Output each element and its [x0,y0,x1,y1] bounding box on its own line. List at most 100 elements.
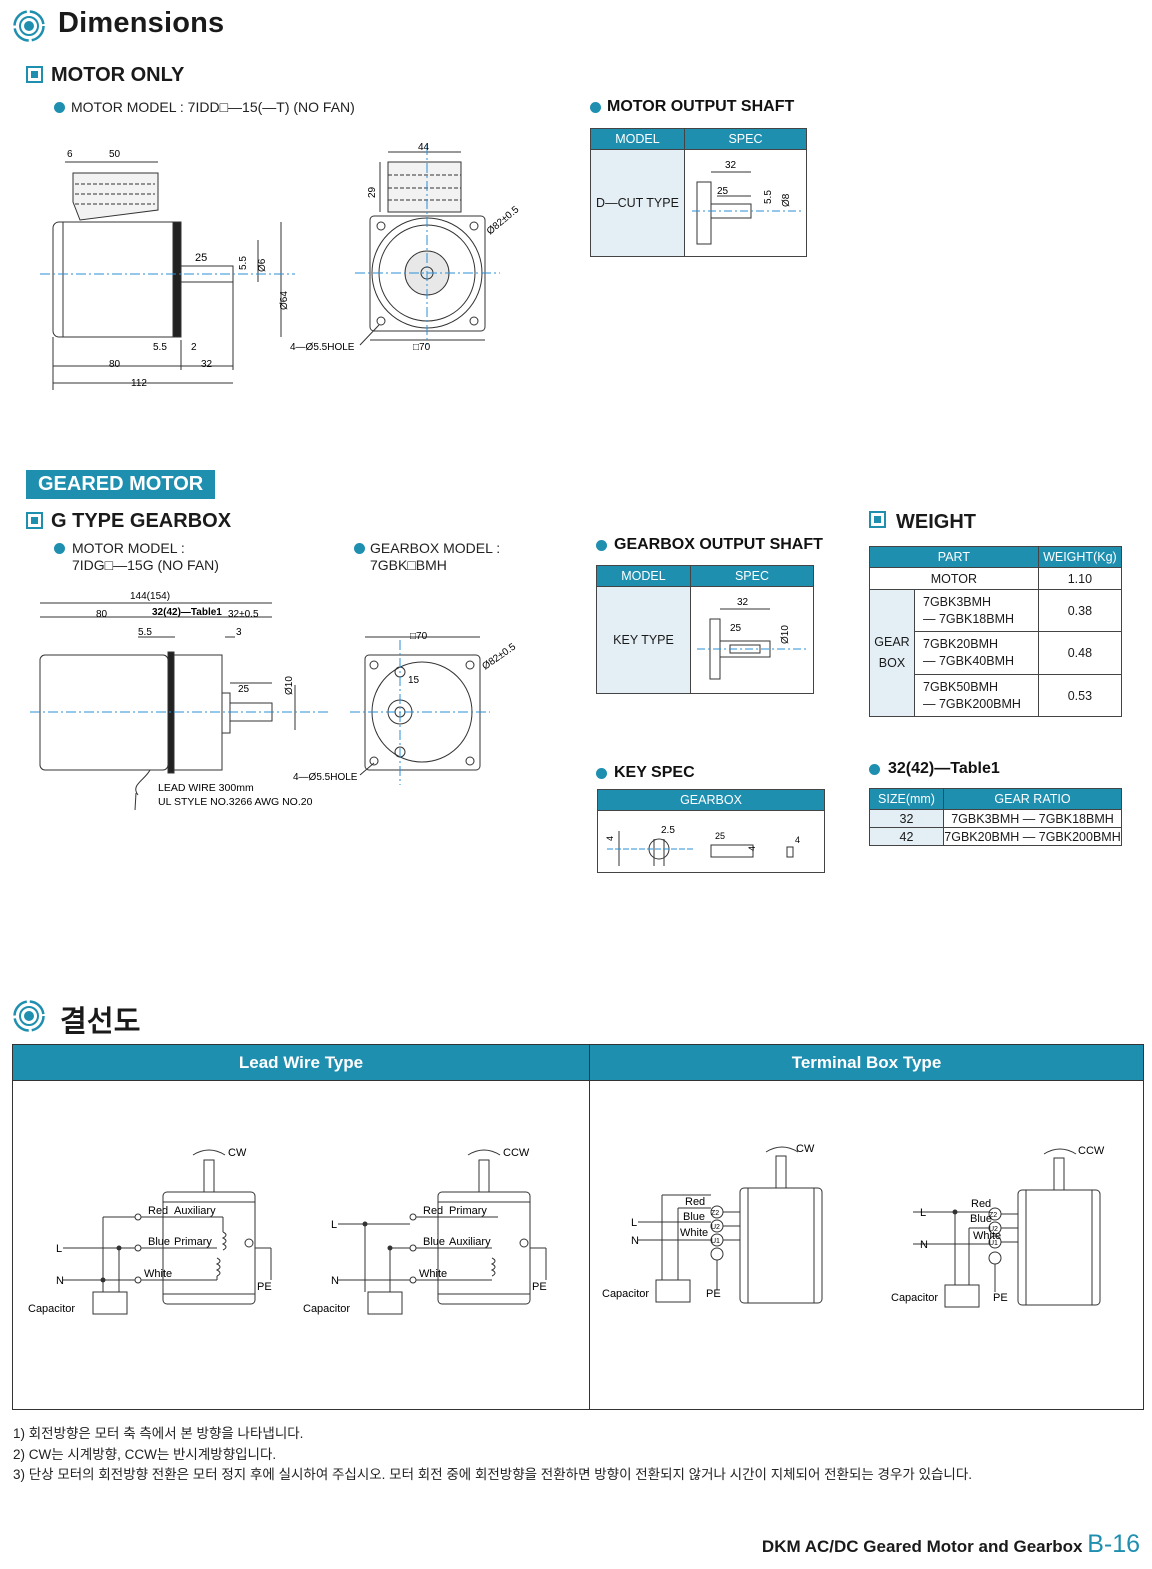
gearbox-label-2: BOX [878,656,906,670]
dim-2: 2 [191,342,197,353]
front-dim-hole: 4—Ø5.5HOLE [290,342,355,353]
z2-label: Z2 [711,1210,719,1217]
weight-motor-label: MOTOR [869,567,1039,590]
dot-bullet-icon [54,102,65,113]
weight-row-part: 7GBK20BMH — 7GBK40BMH [914,631,1039,675]
white-label: White [419,1268,447,1280]
gdim-table: 32(42)—Table1 [152,607,222,618]
motor-shaft-heading: MOTOR OUTPUT SHAFT [607,98,795,115]
terminal-cw-diagram: CW Red Blue White Z2 U2 U1 L N PE Capaci… [602,1143,823,1304]
gearbox-model: 7GBK□BMH [370,557,447,573]
dot-bullet-icon [354,543,365,554]
table1-ratio: 7GBK20BMH — 7GBK200BMH [943,827,1122,846]
weight-row-value: 0.48 [1037,631,1123,675]
white-label: White [144,1268,172,1280]
part-line-1: 7GBK3BMH [923,594,992,609]
gfront-15: 15 [408,675,420,686]
part-line-1: 7GBK20BMH [923,637,999,651]
motor-model-label: MOTOR MODEL : 7IDD□—15(—T) (NO FAN) [71,99,355,115]
dim-5-5: 5.5 [238,256,249,270]
col-weight: WEIGHT(Kg) [1037,546,1123,568]
page-title: Dimensions [58,7,225,39]
N-label: N [631,1235,639,1247]
dcut-shaft-drawing: 32 25 5.5 Ø8 [691,160,802,244]
key-spec-drawing: 4 2.5 25 4 4 [605,825,800,866]
shaft-dim-32: 32 [725,160,737,171]
page-number: B-16 [1087,1530,1140,1558]
col-gearbox: GEARBOX [597,789,825,811]
col-model: MODEL [590,128,685,150]
square-bullet-icon [869,511,886,528]
motor-shaft-table: MODEL SPEC D—CUT TYPE 32 25 5.5 Ø8 [590,128,807,257]
key-spec-table: GEARBOX 4 2.5 25 4 4 [597,789,825,873]
gdim-32: 32±0.5 [228,609,259,620]
key-spec-heading: KEY SPEC [614,764,695,781]
lead-cw-diagram: CW Red Blue White Auxiliary Primary L N … [28,1147,272,1315]
gfront-hole: 4—Ø5.5HOLE [293,772,358,783]
wiring-title: 결선도 [60,1006,141,1038]
pe-label: PE [993,1292,1008,1304]
front-dim-44: 44 [418,142,430,153]
pe-label: PE [706,1288,721,1300]
key-dim-b: 2.5 [661,825,675,836]
L-label: L [631,1217,637,1229]
N-label: N [331,1275,339,1287]
gdim-5-5: 5.5 [138,627,152,638]
note-1: 1) 회전방향은 모터 축 측에서 본 방향을 나타냅니다. [13,1426,304,1441]
weight-row-part: 7GBK50BMH — 7GBK200BMH [914,674,1039,717]
dim-d64: Ø64 [279,291,290,310]
gearbox-label-1: GEAR [874,635,910,649]
N-label: N [920,1239,928,1251]
dim-112: 112 [131,378,147,389]
part-line-2: — 7GBK18BMH [923,611,1015,626]
gshaft-32: 32 [737,597,749,608]
capacitor-label: Capacitor [303,1303,350,1315]
aux-label: Auxiliary [174,1205,216,1217]
table1-ratio: 7GBK3BMH — 7GBK18BMH [943,809,1122,828]
dot-bullet-icon [596,540,607,551]
gearmotor-front-drawing: □70 Ø82±0.5 15 4—Ø5.5HOLE [293,631,518,785]
motor-side-drawing: 6 50 25 5.5 Ø6 Ø64 5.5 2 80 32 112 [40,149,295,390]
gearbox-model-label: GEARBOX MODEL : [370,540,501,556]
part-line-1: 7GBK50BMH [923,679,999,694]
blue-label: Blue [970,1213,992,1225]
gearbox-row-label: GEAR BOX [869,589,915,717]
key-dim-e: 4 [795,835,800,845]
lead-ccw-diagram: CCW Red Blue White Primary Auxiliary L N… [303,1147,547,1315]
dim-5-5b: 5.5 [153,342,167,353]
key-type-label: KEY TYPE [596,586,691,694]
capacitor-label: Capacitor [891,1292,938,1304]
red-label: Red [685,1196,705,1208]
col-size: SIZE(mm) [869,788,944,810]
weight-row-value: 0.53 [1037,674,1123,717]
cw-label: CW [796,1143,815,1155]
key-dim-c: 25 [715,831,725,841]
gearmotor-side-drawing: 144(154) 80 32(42)—Table1 32±0.5 5.5 3 2… [30,591,330,811]
gdim-3: 3 [236,627,242,638]
shaft-dim-d8: Ø8 [781,193,792,207]
part-line-2: — 7GBK40BMH [923,654,1015,668]
gearbox-shaft-table: MODEL SPEC KEY TYPE 32 25 Ø10 [596,565,814,694]
dim-d6: Ø6 [257,258,268,272]
red-label: Red [423,1205,443,1217]
ccw-label: CCW [1078,1145,1105,1157]
gmotor-model: 7IDG□—15G (NO FAN) [72,557,219,573]
table1-size: 32 [869,809,944,828]
L-label: L [331,1219,337,1231]
primary-label: Primary [449,1205,487,1217]
geared-motor-badge: GEARED MOTOR [26,470,216,499]
pe-label: PE [257,1281,272,1293]
dim-6: 6 [67,149,73,160]
dot-bullet-icon [54,543,65,554]
weight-motor-value: 1.10 [1037,567,1123,590]
part-line-2: — 7GBK200BMH [923,696,1021,711]
gdim-144: 144(154) [130,591,170,602]
white-label: White [973,1230,1001,1242]
weight-heading: WEIGHT [896,511,976,533]
gshaft-d10: Ø10 [780,624,791,643]
L-label: L [56,1243,62,1255]
note-3: 3) 단상 모터의 회전방향 전환은 모터 정지 후에 실시하여 주십시오. 모… [13,1467,973,1482]
dim-50: 50 [109,149,121,160]
dot-bullet-icon [596,768,607,779]
gfront-d82: Ø82±0.5 [480,641,518,672]
